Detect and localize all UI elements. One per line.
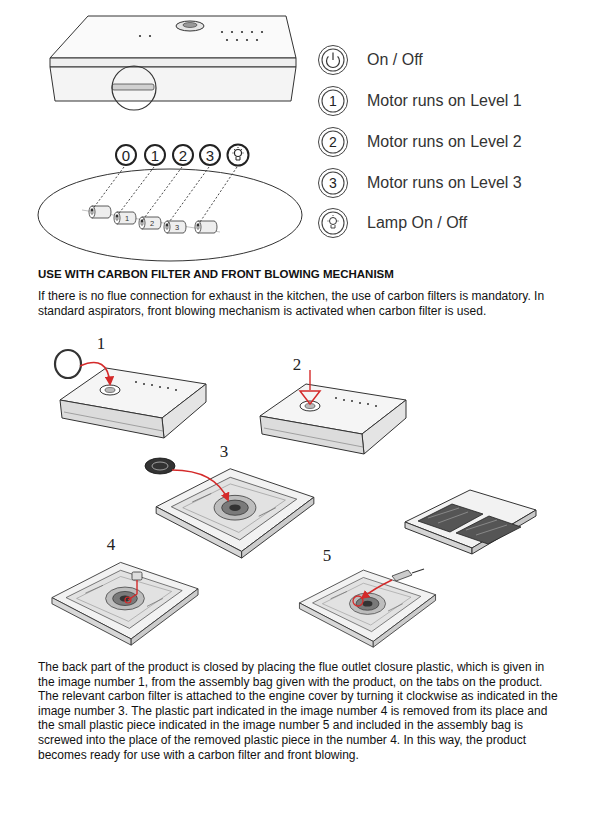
key-description: Motor runs on Level 3	[367, 174, 522, 192]
outer-ring	[145, 145, 165, 165]
power-icon	[319, 46, 348, 75]
filter-mesh	[428, 508, 507, 535]
screw-piece	[412, 569, 424, 573]
hood-outlet	[183, 23, 197, 28]
key-description: Lamp On / Off	[367, 214, 467, 232]
lamp-icon	[228, 145, 249, 166]
hood-bottom-view	[156, 469, 314, 558]
red-arrow	[80, 363, 110, 384]
highlight-circle	[112, 66, 156, 110]
callout-number: 0	[122, 148, 130, 163]
section-heading: USE WITH CARBON FILTER AND FRONT BLOWING…	[38, 268, 394, 280]
control-knob	[139, 217, 161, 229]
key-description: Motor runs on Level 2	[367, 133, 522, 151]
hood-bottom-view	[299, 570, 435, 647]
leader-lines	[92, 167, 237, 225]
step-illustration	[260, 370, 406, 454]
inner-ring	[322, 90, 344, 112]
control-knob	[114, 212, 136, 224]
red-mark	[353, 596, 363, 606]
closure-ring	[55, 350, 81, 378]
carbon-filter	[152, 462, 168, 470]
callout-circle: 3	[199, 144, 221, 166]
step-illustration	[299, 569, 435, 647]
body-paragraph: The back part of the product is closed b…	[38, 660, 563, 762]
range-hood	[50, 16, 296, 110]
hood-top	[50, 16, 296, 58]
control-panel	[38, 145, 302, 262]
callout-number: 1	[329, 94, 337, 108]
hood-top-view	[60, 368, 206, 438]
callout-circle: 1	[144, 144, 166, 166]
hood-top-view	[260, 384, 406, 454]
step-number: 2	[293, 355, 302, 375]
outer-ring	[200, 145, 220, 165]
step-illustration	[405, 490, 536, 554]
red-triangle	[300, 391, 320, 404]
red-mark	[125, 597, 131, 603]
hood-outlet	[176, 21, 204, 31]
inner-ring	[322, 131, 344, 153]
plastic-part	[132, 572, 142, 580]
step-number: 1	[97, 334, 106, 354]
knob-number: 2	[150, 219, 154, 228]
step-illustration	[145, 458, 314, 558]
screw-piece	[392, 570, 412, 581]
hood-bottom-view	[52, 562, 198, 645]
outer-ring	[319, 128, 348, 157]
callout-number: 1	[151, 148, 159, 163]
callout-number: 2	[329, 135, 337, 149]
outer-ring	[173, 145, 193, 165]
callout-number: 3	[206, 148, 214, 163]
control-knob	[195, 221, 217, 233]
hood-bottom-view	[405, 490, 536, 548]
red-line	[309, 370, 310, 390]
knob-number: 3	[175, 223, 179, 232]
hood-front	[50, 67, 296, 101]
outer-ring	[116, 145, 136, 165]
key-description: On / Off	[367, 51, 423, 69]
control-strip	[112, 84, 154, 90]
zoom-oval	[38, 169, 302, 261]
control-knob	[164, 221, 186, 233]
step-illustration	[55, 350, 206, 438]
knob-number: 1	[125, 214, 129, 223]
inner-ring	[322, 172, 344, 194]
carbon-filter	[145, 458, 175, 474]
step-number: 4	[107, 535, 116, 555]
grease-filter	[456, 516, 521, 544]
key-symbol: 3	[318, 168, 348, 198]
body-paragraph: If there is no flue connection for exhau…	[38, 289, 563, 318]
outer-ring	[319, 87, 348, 116]
callout-circle: 0	[115, 144, 137, 166]
key-symbol: 2	[318, 127, 348, 157]
callout-number: 2	[179, 148, 187, 163]
key-description: Motor runs on Level 1	[367, 92, 522, 110]
step-number: 3	[220, 442, 229, 462]
callout-circle: 2	[172, 144, 194, 166]
key-symbol: 1	[318, 86, 348, 116]
callout-number: 3	[329, 176, 337, 190]
red-arrow	[362, 580, 392, 598]
outer-ring	[319, 169, 348, 198]
vent-dots	[139, 31, 263, 41]
control-knob	[89, 206, 111, 218]
hood-band	[50, 58, 296, 67]
step-number: 5	[323, 546, 332, 566]
red-arrow	[172, 470, 228, 500]
lamp-icon	[319, 209, 348, 238]
step-illustration	[52, 562, 198, 645]
